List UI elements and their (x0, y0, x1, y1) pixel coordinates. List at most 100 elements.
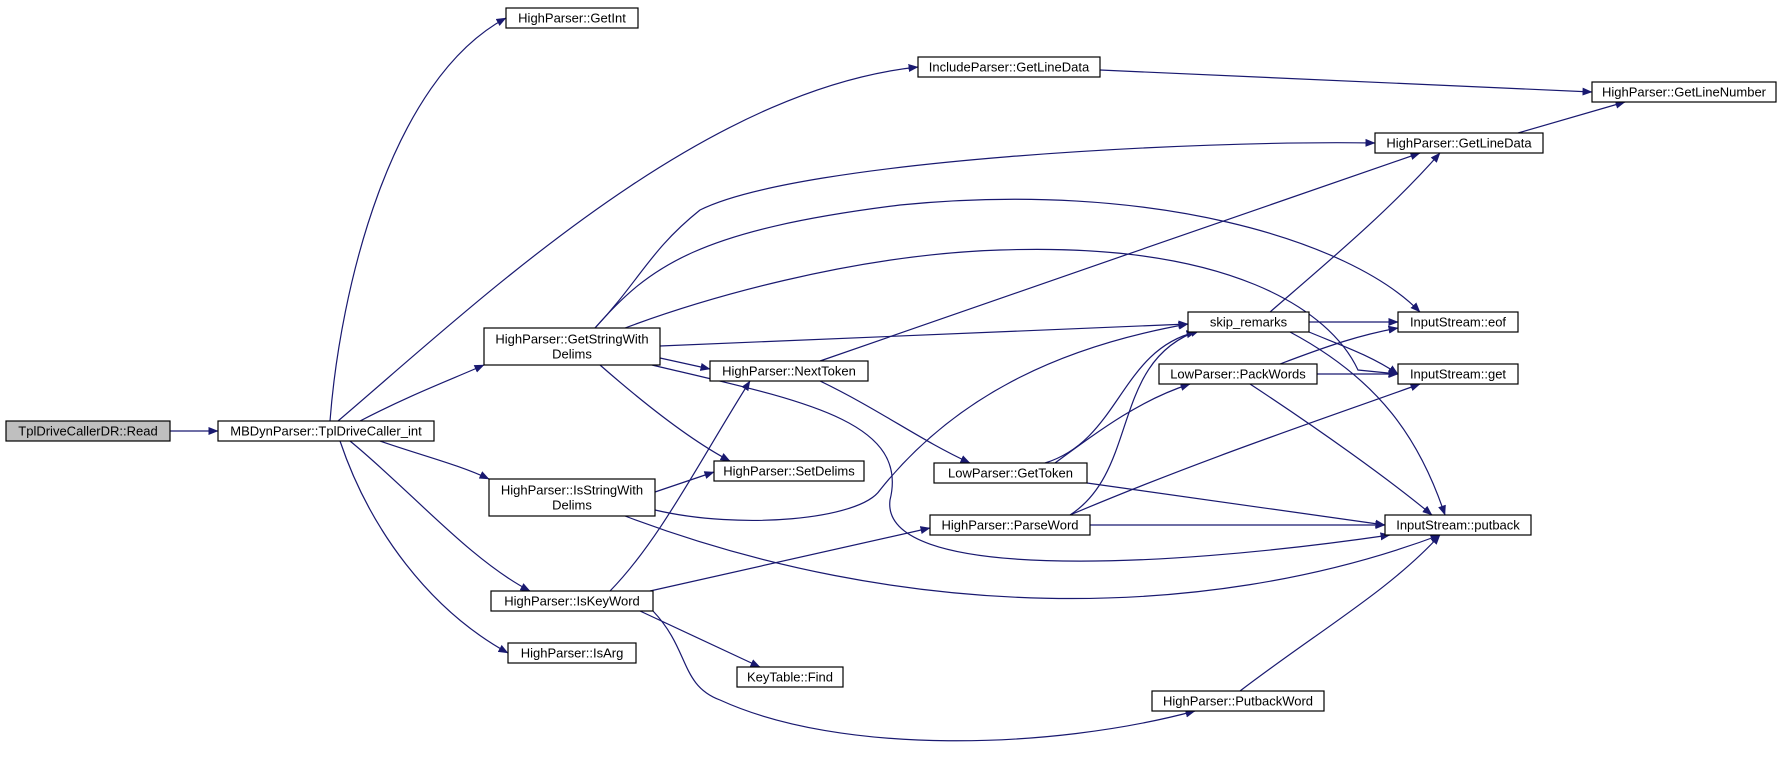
node-label: HighParser::GetStringWith (495, 332, 648, 347)
edge-getstringwithdelims-to-setdelims (599, 364, 731, 462)
node-label: HighParser::SetDelims (723, 464, 855, 479)
edge-gettoken-to-skip_remarks (1044, 330, 1197, 464)
edge-iskeyword-to-parseword (649, 526, 931, 592)
edge-tpl_int-to-isstringwithdelims (379, 440, 490, 480)
node-isarg[interactable]: HighParser::IsArg (507, 642, 637, 664)
node-label: KeyTable::Find (747, 670, 833, 685)
node-label: InputStream::eof (1410, 315, 1506, 330)
edge-tpl_int-to-getstringwithdelims (359, 364, 485, 422)
edge-gettoken-to-putback (1086, 482, 1386, 528)
edge-skip_remarks-to-putback (1289, 331, 1446, 516)
node-box (933, 462, 1088, 484)
node-label: TplDriveCallerDR::Read (18, 424, 157, 439)
edge-putbackword-to-putback (1239, 534, 1441, 692)
node-find[interactable]: KeyTable::Find (736, 666, 844, 688)
node-label: HighParser::PutbackWord (1163, 694, 1313, 709)
edge-tpl_int-to-iskeyword (349, 440, 531, 592)
node-box (1158, 363, 1318, 385)
node-box (709, 360, 869, 382)
node-label: MBDynParser::TplDriveCaller_int (230, 424, 422, 439)
node-parseword[interactable]: HighParser::ParseWord (929, 514, 1091, 536)
node-label: LowParser::PackWords (1170, 367, 1306, 382)
node-gettoken[interactable]: LowParser::GetToken (933, 462, 1088, 484)
node-box (1187, 311, 1310, 333)
edge-getstringwithdelims-to-hp_getlinedata (594, 138, 1376, 329)
node-tpl_int[interactable]: MBDynParser::TplDriveCaller_int (217, 420, 435, 442)
node-getint[interactable]: HighParser::GetInt (505, 7, 639, 29)
node-label: Delims (552, 498, 592, 513)
edge-iskeyword-to-putbackword (652, 610, 1196, 742)
node-label: HighParser::GetLineData (1386, 136, 1532, 151)
node-putbackword[interactable]: HighParser::PutbackWord (1151, 690, 1325, 712)
node-label: InputStream::putback (1396, 518, 1520, 533)
edge-inc_getlinedata-to-getlinenumber (1099, 69, 1593, 96)
edge-iskeyword-to-nexttoken (609, 380, 751, 592)
edge-getstringwithdelims-to-skip_remarks (659, 320, 1189, 347)
edge-parseword-to-get (1069, 383, 1421, 516)
node-get[interactable]: InputStream::get (1397, 363, 1519, 385)
node-label: HighParser::GetInt (518, 11, 626, 26)
node-inc_getlinedata[interactable]: IncludeParser::GetLineData (917, 56, 1101, 78)
node-label: Delims (552, 347, 592, 362)
edge-parseword-to-skip_remarks (1069, 329, 1201, 516)
node-box (917, 56, 1101, 78)
edge-getstringwithdelims-to-putback (651, 364, 1391, 562)
node-box (488, 478, 656, 517)
node-packwords[interactable]: LowParser::PackWords (1158, 363, 1318, 385)
node-label: skip_remarks (1210, 315, 1288, 330)
edge-tpl_int-to-getint (329, 17, 507, 422)
edge-nexttoken-to-hp_getlinedata (819, 152, 1421, 362)
node-eof[interactable]: InputStream::eof (1397, 311, 1519, 333)
node-label: LowParser::GetToken (948, 466, 1073, 481)
edge-tpl_int-to-isarg (339, 440, 509, 654)
node-box (1151, 690, 1325, 712)
node-box (1384, 514, 1532, 536)
node-putback[interactable]: InputStream::putback (1384, 514, 1532, 536)
edge-layer (170, 17, 1626, 742)
node-label: HighParser::IsArg (521, 646, 624, 661)
edge-packwords-to-putback (1249, 383, 1433, 516)
edge-skip_remarks-to-hp_getlinedata (1269, 152, 1441, 313)
edge-getstringwithdelims-to-get (624, 248, 1399, 378)
edge-isstringwithdelims-to-setdelims (654, 471, 715, 493)
node-box (1397, 363, 1519, 385)
node-setdelims[interactable]: HighParser::SetDelims (713, 460, 865, 482)
node-label: HighParser::ParseWord (941, 518, 1078, 533)
node-read[interactable]: TplDriveCallerDR::Read (5, 420, 171, 442)
node-skip_remarks[interactable]: skip_remarks (1187, 311, 1310, 333)
edge-nexttoken-to-gettoken (819, 380, 971, 464)
node-label: HighParser::NextToken (722, 364, 856, 379)
node-label: IncludeParser::GetLineData (929, 60, 1090, 75)
edge-getstringwithdelims-to-eof (594, 198, 1421, 329)
node-label: HighParser::GetLineNumber (1602, 85, 1767, 100)
edge-gettoken-to-packwords (1054, 383, 1191, 464)
node-box (1397, 311, 1519, 333)
edge-packwords-to-eof (1279, 325, 1399, 365)
node-box (736, 666, 844, 688)
node-box (507, 642, 637, 664)
node-box (5, 420, 171, 442)
edge-getstringwithdelims-to-nexttoken (659, 357, 711, 371)
node-label: InputStream::get (1410, 367, 1506, 382)
edge-tpl_int-to-inc_getlinedata (337, 64, 919, 422)
node-box (1374, 132, 1544, 154)
node-getlinenumber[interactable]: HighParser::GetLineNumber (1591, 81, 1777, 103)
edge-skip_remarks-to-get (1308, 331, 1399, 375)
node-box (505, 7, 639, 29)
node-iskeyword[interactable]: HighParser::IsKeyWord (490, 590, 654, 612)
edge-iskeyword-to-find (639, 610, 761, 668)
node-label: HighParser::IsStringWith (501, 483, 643, 498)
node-box (483, 327, 661, 366)
node-nexttoken[interactable]: HighParser::NextToken (709, 360, 869, 382)
node-hp_getlinedata[interactable]: HighParser::GetLineData (1374, 132, 1544, 154)
edge-hp_getlinedata-to-getlinenumber (1517, 100, 1626, 134)
node-layer: TplDriveCallerDR::Read MBDynParser::TplDr… (5, 7, 1777, 712)
edge-isstringwithdelims-to-skip_remarks (654, 321, 1189, 521)
node-box (490, 590, 654, 612)
edge-isstringwithdelims-to-putback (624, 515, 1441, 600)
node-box (217, 420, 435, 442)
node-box (1591, 81, 1777, 103)
